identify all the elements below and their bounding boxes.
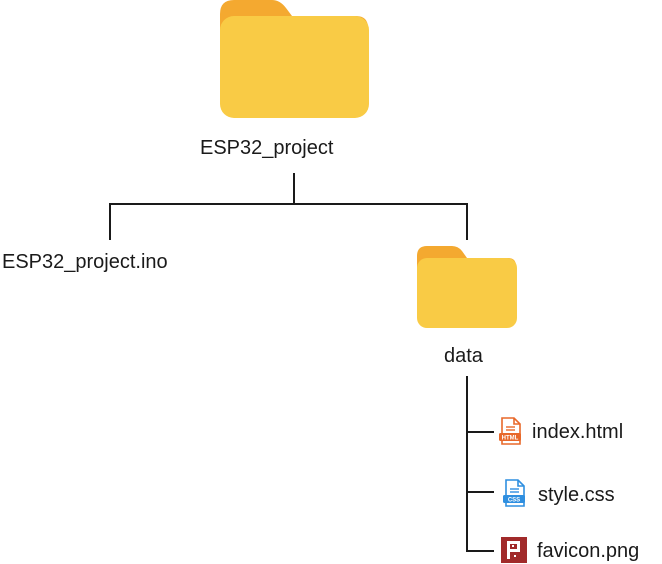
- root-folder-label: ESP32_project: [200, 137, 334, 159]
- style-css-label[interactable]: style.css: [538, 484, 615, 506]
- favicon-icon: [501, 537, 527, 563]
- html-file-icon: HTML: [499, 417, 521, 445]
- html-badge: HTML: [502, 436, 519, 442]
- favicon-png-label[interactable]: favicon.png: [537, 540, 640, 562]
- index-html-label[interactable]: index.html: [532, 421, 624, 443]
- ino-file-label[interactable]: ESP32_project.ino: [2, 251, 168, 273]
- data-folder-label: data: [444, 345, 483, 367]
- folder-icon[interactable]: [416, 246, 518, 328]
- folder-icon[interactable]: [218, 0, 370, 120]
- css-badge: CSS: [508, 498, 520, 504]
- css-file-icon: CSS: [503, 479, 525, 507]
